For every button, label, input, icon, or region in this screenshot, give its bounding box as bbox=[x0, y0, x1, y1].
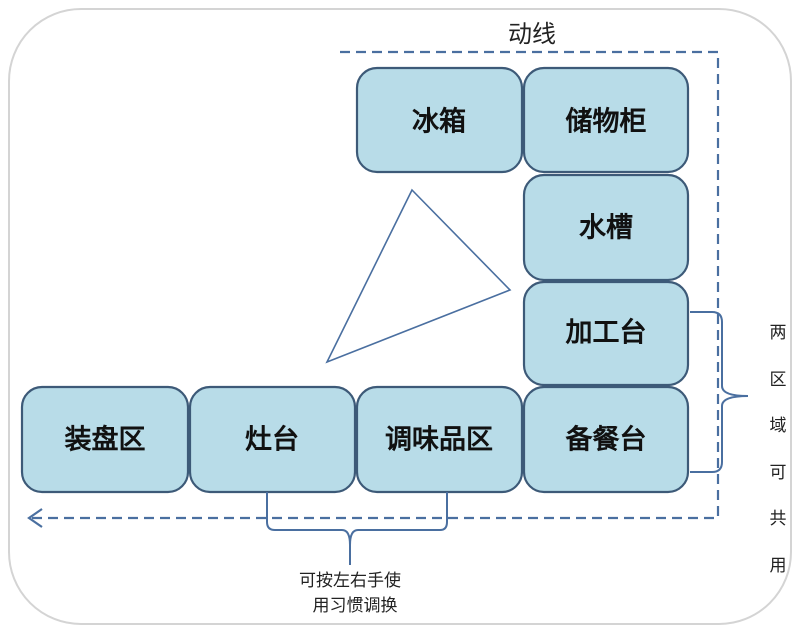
svg-text:共: 共 bbox=[770, 509, 787, 529]
flow-title: 动线 bbox=[508, 20, 556, 48]
shared-brace bbox=[690, 311, 749, 473]
svg-text:灶台: 灶台 bbox=[245, 424, 299, 456]
zone-cabinet: 储物柜 bbox=[522, 66, 690, 174]
svg-text:储物柜: 储物柜 bbox=[566, 107, 647, 138]
zone-plating: 装盘区 bbox=[20, 385, 190, 494]
shared-note: 两 区 域 可 共 用 bbox=[770, 323, 787, 576]
svg-text:调味品区: 调味品区 bbox=[385, 425, 493, 456]
work-triangle bbox=[325, 188, 512, 364]
svg-text:两: 两 bbox=[770, 323, 787, 343]
svg-text:水槽: 水槽 bbox=[579, 213, 633, 244]
zone-fridge: 冰箱 bbox=[355, 66, 524, 174]
svg-text:加工台: 加工台 bbox=[566, 317, 647, 349]
svg-text:域: 域 bbox=[770, 416, 787, 436]
zone-seasoning: 调味品区 bbox=[355, 385, 524, 494]
svg-text:冰箱: 冰箱 bbox=[412, 106, 466, 138]
swap-brace bbox=[266, 492, 448, 565]
zone-sink: 水槽 bbox=[522, 173, 690, 282]
zone-stove: 灶台 bbox=[188, 385, 357, 494]
svg-text:区: 区 bbox=[770, 370, 787, 390]
flow-arrowhead-icon bbox=[27, 508, 43, 528]
zone-serving-prep: 备餐台 bbox=[522, 385, 690, 494]
zone-prep: 加工台 bbox=[522, 280, 690, 387]
svg-text:可: 可 bbox=[770, 463, 787, 483]
svg-text:装盘区: 装盘区 bbox=[65, 424, 146, 456]
svg-text:备餐台: 备餐台 bbox=[565, 424, 647, 456]
flow-line bbox=[32, 50, 720, 520]
swap-note-line1: 可按左右手使 bbox=[299, 570, 401, 591]
swap-note-line2: 用习惯调换 bbox=[313, 596, 398, 616]
svg-text:用: 用 bbox=[770, 556, 787, 576]
